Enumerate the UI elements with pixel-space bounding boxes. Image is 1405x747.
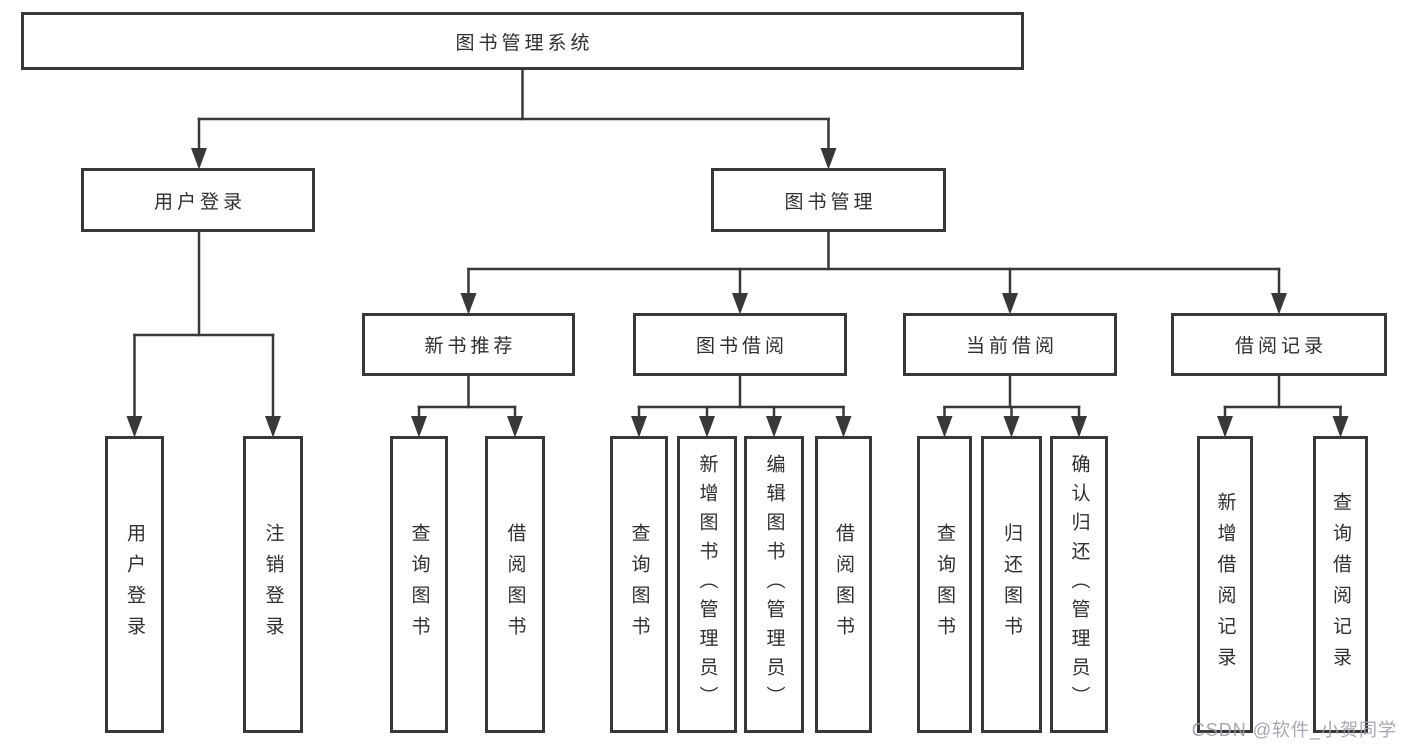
leaf-cb-query-books: 查询图书 — [917, 436, 972, 733]
leaf-logout: 注销登录 — [243, 436, 303, 733]
leaf-nbr-borrow-books: 借阅图书 — [485, 436, 545, 733]
node-book-borrowing-label: 图书借阅 — [695, 336, 788, 357]
leaf-nbr-query-books: 查询图书 — [390, 436, 448, 733]
leaf-br-add-record-label: 新增借阅记录 — [1214, 491, 1236, 678]
leaf-bb-borrow-books: 借阅图书 — [815, 436, 872, 733]
node-root-label: 图书管理系统 — [455, 32, 594, 54]
leaf-logout-label: 注销登录 — [262, 522, 284, 647]
leaf-cb-return-books-label: 归还图书 — [1001, 522, 1022, 647]
node-new-book-recommendation: 新书推荐 — [362, 313, 575, 376]
leaf-bb-edit-book-admin: 编辑图书（管理员） — [744, 436, 804, 733]
leaf-nbr-query-books-label: 查询图书 — [408, 522, 430, 647]
node-user-login-label: 用户登录 — [153, 191, 246, 213]
leaf-cb-query-books-label: 查询图书 — [934, 522, 955, 647]
leaf-cb-confirm-return-admin-label: 确认归还（管理员） — [1068, 454, 1090, 715]
node-book-management-label: 图书管理 — [784, 191, 877, 213]
leaf-br-query-record-label: 查询借阅记录 — [1330, 491, 1351, 678]
node-root: 图书管理系统 — [21, 12, 1024, 70]
leaf-user-login-label: 用户登录 — [124, 522, 145, 647]
leaf-br-add-record: 新增借阅记录 — [1197, 436, 1253, 733]
leaf-bb-query-books: 查询图书 — [610, 436, 668, 733]
leaf-bb-edit-book-admin-label: 编辑图书（管理员） — [763, 454, 785, 715]
node-user-login: 用户登录 — [81, 168, 315, 232]
node-new-book-recommendation-label: 新书推荐 — [424, 336, 517, 357]
node-current-borrowing: 当前借阅 — [903, 313, 1117, 376]
leaf-user-login: 用户登录 — [105, 436, 164, 733]
node-current-borrowing-label: 当前借阅 — [965, 336, 1058, 357]
leaf-cb-confirm-return-admin: 确认归还（管理员） — [1050, 436, 1108, 733]
node-borrowing-records: 借阅记录 — [1171, 313, 1387, 376]
leaf-bb-add-book-admin-label: 新增图书（管理员） — [696, 454, 718, 715]
leaf-bb-add-book-admin: 新增图书（管理员） — [677, 436, 737, 733]
leaf-cb-return-books: 归还图书 — [981, 436, 1042, 733]
leaf-nbr-borrow-books-label: 借阅图书 — [504, 522, 526, 647]
leaf-bb-borrow-books-label: 借阅图书 — [833, 522, 854, 647]
node-book-borrowing: 图书借阅 — [633, 313, 847, 376]
arrow-down-icons — [126, 148, 1349, 438]
leaf-br-query-record: 查询借阅记录 — [1313, 436, 1368, 733]
leaf-bb-query-books-label: 查询图书 — [628, 522, 650, 647]
csdn-watermark: CSDN @软件_小贺同学 — [1191, 720, 1397, 740]
node-borrowing-records-label: 借阅记录 — [1234, 336, 1327, 357]
node-book-management: 图书管理 — [711, 168, 946, 232]
